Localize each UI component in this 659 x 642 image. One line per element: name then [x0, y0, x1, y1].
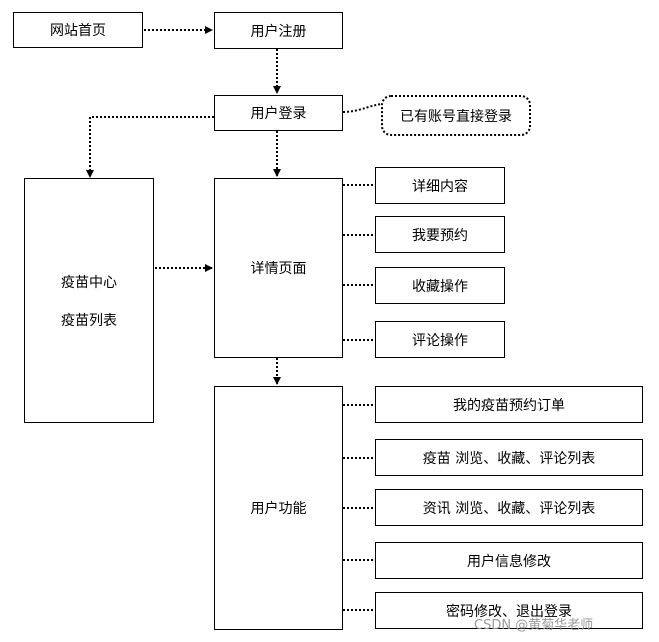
- node-user-info-edit: 用户信息修改: [375, 542, 643, 579]
- node-user-functions: 用户功能: [214, 386, 343, 630]
- node-login: 用户登录: [214, 95, 343, 131]
- node-detail-page: 详情页面: [214, 178, 343, 358]
- node-vaccine-lists: 疫苗 浏览、收藏、评论列表: [375, 439, 643, 476]
- edge-login-note: [342, 103, 385, 113]
- vaccine-list-label: 疫苗列表: [61, 312, 117, 329]
- watermark: CSDN @黄菊华老师: [474, 618, 594, 633]
- node-news-lists: 资讯 浏览、收藏、评论列表: [375, 489, 643, 526]
- node-vaccine-center: 疫苗中心 疫苗列表: [24, 178, 154, 423]
- node-home: 网站首页: [13, 12, 143, 48]
- node-password-logout: 密码修改、退出登录: [375, 592, 643, 629]
- node-appointment: 我要预约: [375, 216, 505, 253]
- node-my-orders: 我的疫苗预约订单: [375, 386, 643, 423]
- vaccine-center-label: 疫苗中心: [61, 274, 117, 291]
- node-comment-op: 评论操作: [375, 321, 505, 358]
- edge-login-vaccine: [86, 116, 214, 178]
- node-login-note: 已有账号直接登录: [381, 95, 531, 136]
- node-detail-content: 详细内容: [375, 167, 505, 204]
- node-favorite-op: 收藏操作: [375, 267, 505, 304]
- node-register: 用户注册: [214, 12, 343, 49]
